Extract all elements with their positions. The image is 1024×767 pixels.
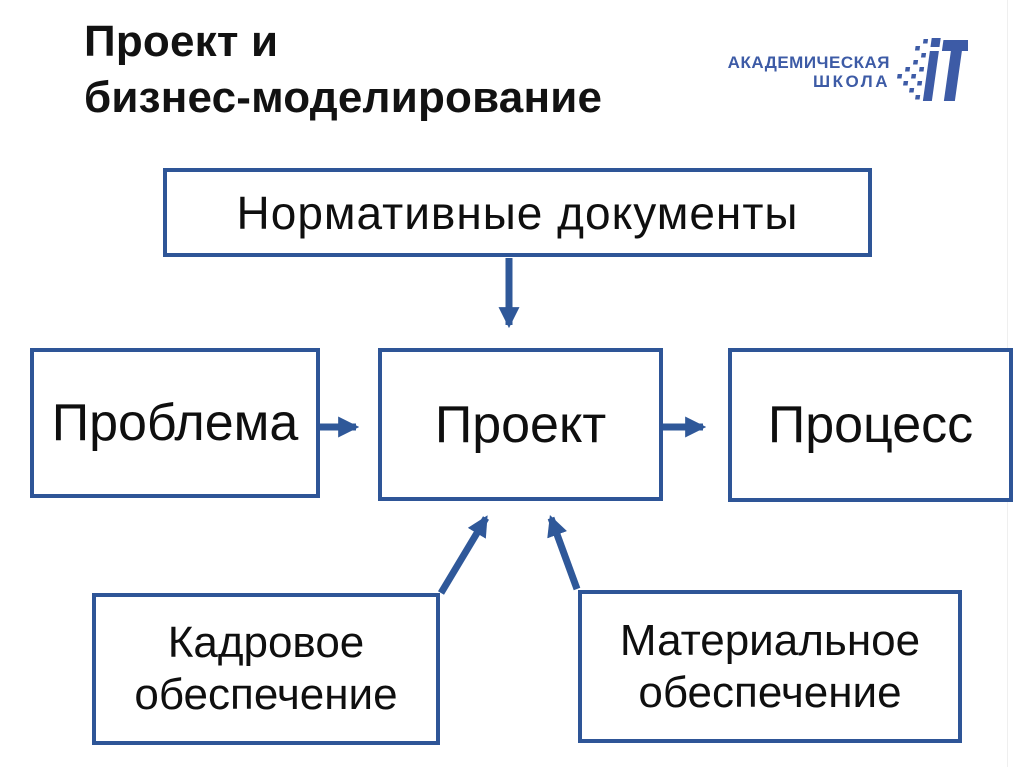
- node-problema-label: Проблема: [51, 394, 299, 452]
- node-proekt-label: Проект: [434, 395, 607, 454]
- node-kadrovoe-obespechenie-label: Кадровое обеспечение: [134, 618, 398, 719]
- it-pixel-logo-glyph: [897, 38, 968, 101]
- node-kadrovoe-obespechenie: Кадровое обеспечение: [92, 593, 440, 745]
- node-process-label: Процесс: [767, 396, 974, 454]
- node-process: Процесс: [728, 348, 1013, 502]
- node-normative-documents-label: Нормативные документы: [236, 186, 799, 239]
- academic-school-it-logo: АКАДЕМИЧЕСКАЯ ШКОЛА: [728, 36, 968, 108]
- node-materialnoe-obespechenie: Материальное обеспечение: [578, 590, 962, 743]
- page-title-line2: бизнес-моделирование: [84, 73, 603, 123]
- logo-text: АКАДЕМИЧЕСКАЯ ШКОЛА: [728, 53, 890, 91]
- node-normative-documents: Нормативные документы: [163, 168, 872, 257]
- page-title: Проект и бизнес-моделирование: [84, 14, 784, 127]
- node-proekt: Проект: [378, 348, 663, 501]
- page-title-line1: Проект и: [84, 17, 279, 66]
- node-materialnoe-obespechenie-label: Материальное обеспечение: [619, 615, 921, 717]
- node-problema: Проблема: [30, 348, 320, 498]
- arrow-kadrovoe-to-proekt: [437, 515, 490, 595]
- arrow-material-to-proekt: [547, 515, 581, 591]
- logo-text-line1: АКАДЕМИЧЕСКАЯ: [727, 52, 890, 72]
- logo-text-line2: ШКОЛА: [813, 72, 890, 91]
